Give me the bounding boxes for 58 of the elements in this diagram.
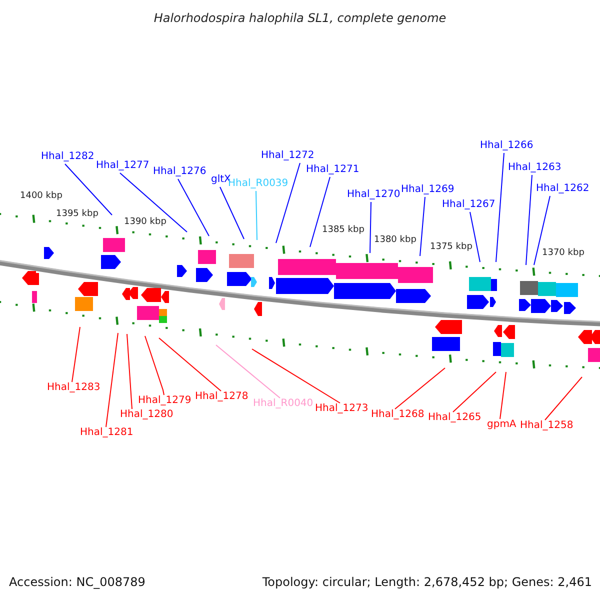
gene-label: Hhal_1272 xyxy=(261,151,314,161)
gene-label: Hhal_1281 xyxy=(80,428,134,438)
leader-line xyxy=(72,326,80,382)
leader-line xyxy=(500,372,506,420)
tick-label: 1395 kbp xyxy=(56,210,98,219)
gene-label: Hhal_1271 xyxy=(306,165,360,175)
leader-line xyxy=(120,172,188,232)
leader-line xyxy=(310,176,330,248)
leader-line xyxy=(470,212,480,262)
gene-label: Hhal_1267 xyxy=(442,200,496,210)
leader-line xyxy=(178,178,210,236)
gene-label: Hhal_1273 xyxy=(315,404,368,414)
gene-label: Hhal_1270 xyxy=(347,190,400,200)
leader-line xyxy=(126,334,132,410)
gene-label: Hhal_R0039 xyxy=(228,179,288,189)
gene-label: Hhal_1283 xyxy=(47,383,100,393)
gene-label: Hhal_1276 xyxy=(153,167,206,177)
gene-label: Hhal_R0040 xyxy=(253,399,314,409)
leader-line xyxy=(420,196,426,256)
leader-line xyxy=(106,332,118,428)
gene-label: Hhal_1258 xyxy=(520,421,574,431)
tick-label: 1390 kbp xyxy=(124,218,166,227)
accession-text: Accession: NC_008789 xyxy=(9,576,146,588)
leader-line xyxy=(256,190,258,240)
gene-label: Hhal_1282 xyxy=(41,152,94,162)
gene-label: Hhal_1268 xyxy=(371,410,424,420)
leader-line xyxy=(220,186,244,240)
leader-line xyxy=(452,372,496,412)
tick-label: 1370 kbp xyxy=(542,249,584,258)
leader-line xyxy=(370,202,372,254)
leader-line xyxy=(252,348,340,404)
gene-label: Hhal_1263 xyxy=(508,163,562,173)
gene-label: gltX xyxy=(211,175,231,185)
tick-label: 1400 kbp xyxy=(20,192,62,201)
leader-line xyxy=(534,196,550,266)
leader-line xyxy=(496,152,504,262)
gene-label: gpmA xyxy=(487,420,516,430)
gene-label: Hhal_1265 xyxy=(428,413,482,423)
gene-label: Hhal_1278 xyxy=(195,392,248,402)
gene-label: Hhal_1262 xyxy=(536,184,590,194)
gene-label: Hhal_1280 xyxy=(120,410,174,420)
gene-label: Hhal_1266 xyxy=(480,141,534,151)
leader-line xyxy=(158,338,222,392)
tick-label: 1375 kbp xyxy=(430,243,472,252)
genome-summary-text: Topology: circular; Length: 2,678,452 bp; Genes: 2,461 xyxy=(262,576,592,588)
leader-line xyxy=(276,162,300,244)
gene-label: Hhal_1279 xyxy=(138,396,192,406)
title: Halorhodospira halophila SL1, complete genome xyxy=(154,12,446,24)
leader-line xyxy=(526,174,532,266)
leader-line xyxy=(544,376,582,420)
tick-label: 1380 kbp xyxy=(374,236,416,245)
leader-line xyxy=(216,344,280,398)
gene-label: Hhal_1269 xyxy=(401,185,454,195)
leader-line xyxy=(394,368,446,410)
leader-line xyxy=(144,336,164,396)
tick-label: 1385 kbp xyxy=(322,226,364,235)
leader-line xyxy=(64,164,112,216)
gene-label: Hhal_1277 xyxy=(96,161,150,171)
